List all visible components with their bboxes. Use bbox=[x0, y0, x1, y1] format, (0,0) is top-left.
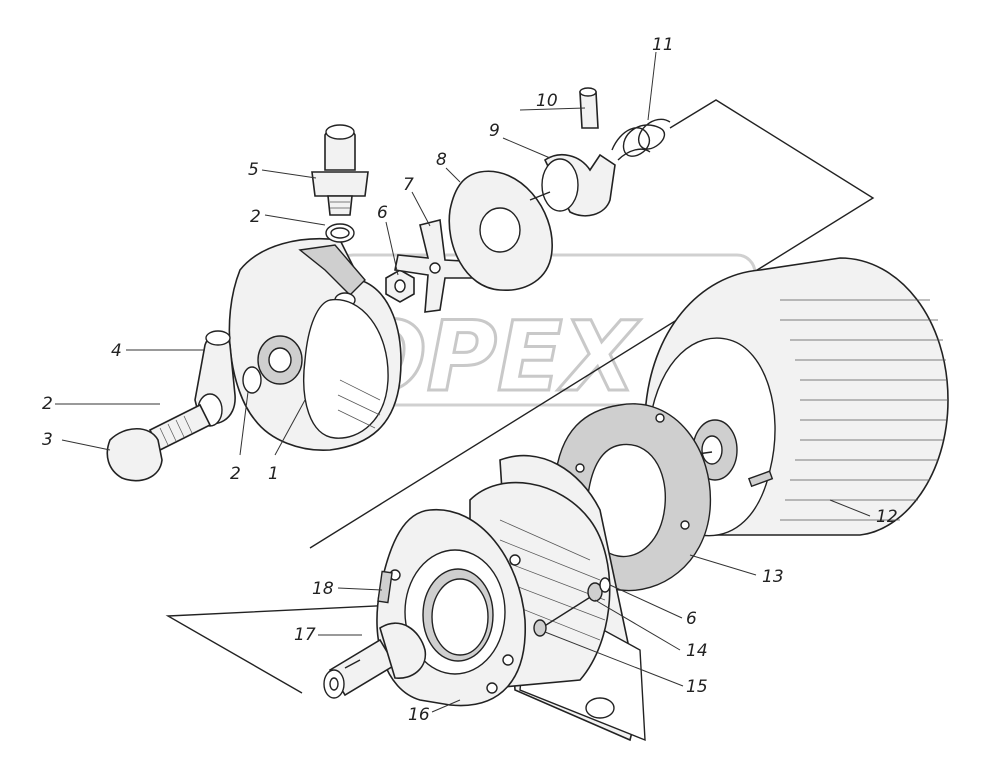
callout-4: 4 bbox=[111, 341, 122, 361]
nut-6 bbox=[385, 269, 415, 303]
washer-2-top bbox=[325, 223, 355, 243]
callout-2-bottom: 2 bbox=[230, 464, 241, 484]
callout-17: 17 bbox=[294, 625, 316, 645]
callout-9: 9 bbox=[489, 121, 500, 141]
banjo-bolt-3 bbox=[106, 403, 212, 482]
callout-2-left: 2 bbox=[42, 394, 53, 414]
pin-10 bbox=[579, 87, 599, 129]
callout-12: 12 bbox=[876, 507, 898, 527]
fitting-5 bbox=[311, 124, 369, 216]
callout-11: 11 bbox=[652, 35, 674, 55]
callout-6-top: 6 bbox=[377, 203, 388, 223]
leader-lines bbox=[55, 51, 871, 713]
shaft-17 bbox=[323, 622, 427, 699]
disk-8 bbox=[448, 170, 553, 291]
callout-18: 18 bbox=[312, 579, 334, 599]
callout-5: 5 bbox=[248, 160, 259, 180]
callout-2-top: 2 bbox=[250, 207, 261, 227]
callout-15: 15 bbox=[686, 677, 708, 697]
housing-block-1 bbox=[228, 237, 402, 451]
fitting-elbow-4 bbox=[194, 330, 236, 427]
callout-14: 14 bbox=[686, 641, 708, 661]
screw-18 bbox=[377, 570, 393, 604]
callout-6-bottom: 6 bbox=[686, 609, 697, 629]
washer-2-mid bbox=[242, 366, 262, 394]
piston-9 bbox=[529, 153, 616, 217]
callout-1: 1 bbox=[268, 464, 279, 484]
callout-7: 7 bbox=[403, 175, 414, 195]
callout-16: 16 bbox=[408, 705, 430, 725]
callout-13: 13 bbox=[762, 567, 784, 587]
contact-plate-7 bbox=[394, 219, 481, 313]
bolts-14-15 bbox=[533, 577, 611, 637]
callout-3: 3 bbox=[42, 430, 53, 450]
callout-labels: 1 2 2 2 3 4 5 6 6 7 8 9 10 11 12 13 14 1… bbox=[42, 35, 898, 725]
callout-8: 8 bbox=[436, 150, 447, 170]
spring-11 bbox=[611, 118, 671, 161]
callout-10: 10 bbox=[536, 91, 558, 111]
